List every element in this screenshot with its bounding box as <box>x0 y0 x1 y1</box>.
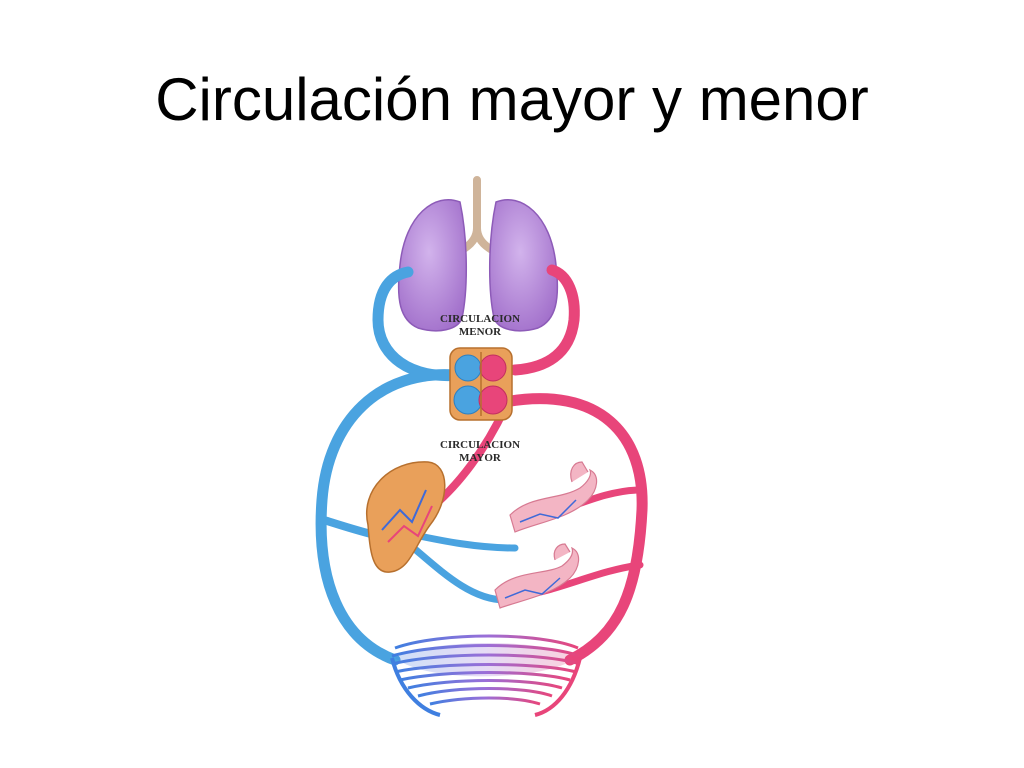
circulation-diagram: CIRCULACION MENOR CIRCULACION MAYOR <box>300 170 680 740</box>
label-systemic-line2: MAYOR <box>459 452 502 464</box>
slide-title: Circulación mayor y menor <box>155 66 869 133</box>
left-lung <box>397 199 468 332</box>
label-pulmonary-line2: MENOR <box>459 326 502 338</box>
muscle-capillaries <box>390 634 582 717</box>
right-lung <box>488 199 559 332</box>
intestine-organ-2 <box>494 543 580 609</box>
label-pulmonary-line1: CIRCULACION <box>440 313 520 325</box>
label-systemic-line1: CIRCULACION <box>440 439 520 451</box>
intestine-organ-1 <box>509 461 598 533</box>
heart <box>449 347 513 421</box>
liver-organ <box>365 461 446 573</box>
